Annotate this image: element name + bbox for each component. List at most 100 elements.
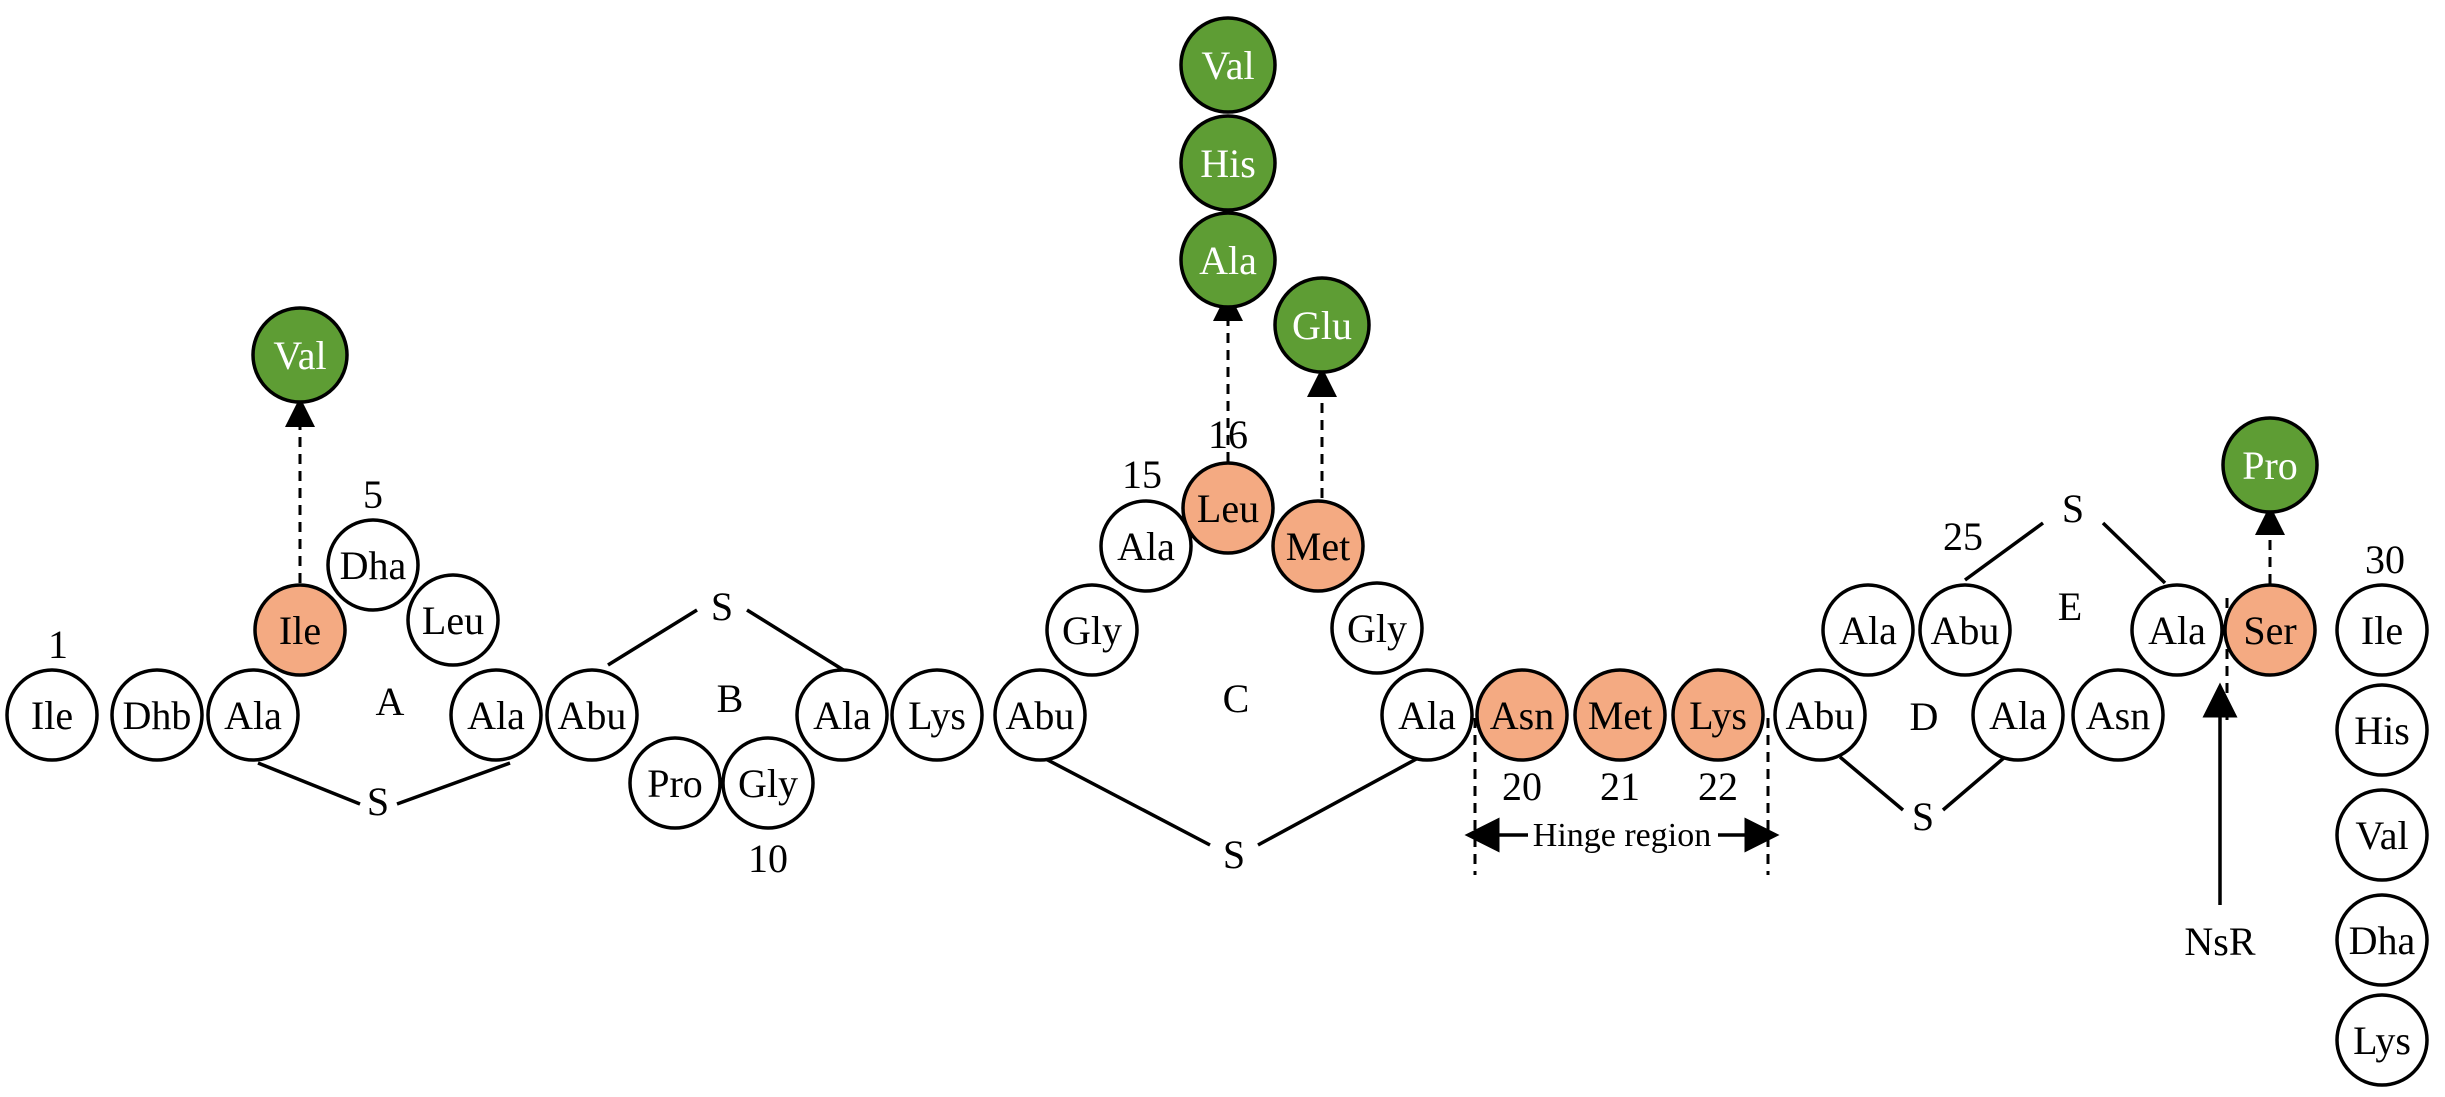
sulfur-e: S [2062, 486, 2084, 531]
residue-circle [5, 668, 99, 762]
bridge-b-right [746, 608, 846, 673]
position-number: 21 [1600, 764, 1640, 809]
residue-circle [326, 518, 420, 612]
residue-ala-19: Ala [1380, 668, 1474, 762]
residue-circle [406, 573, 500, 667]
residue-label: Gly [1347, 606, 1407, 651]
residue-abu-13: Abu [993, 668, 1087, 762]
thioether-bridges [257, 521, 2167, 847]
position-number: 1 [48, 622, 68, 667]
residue-circle [1475, 668, 1569, 762]
residue-abu-25: Abu [1918, 583, 2012, 677]
ring-label-a: A [376, 679, 405, 724]
residue-label: Gly [1062, 608, 1122, 653]
residue-label: Dhb [123, 693, 192, 738]
residue-dha-5: Dha [326, 518, 420, 612]
substitution-label: Glu [1292, 303, 1352, 348]
residue-label: Abu [1006, 693, 1075, 738]
substitution-label: Ala [1199, 238, 1257, 283]
residue-label: Lys [2353, 1018, 2411, 1063]
substitution-his-for-leu16: His [1179, 114, 1277, 212]
substitution-circle [251, 306, 349, 404]
bridge-d-right [1941, 755, 2007, 812]
substitution-label: Val [273, 333, 326, 378]
residue-label: Ala [1989, 693, 2047, 738]
bridge-d-left [1838, 755, 1905, 812]
residue-circle [890, 668, 984, 762]
nsr-label: NsR [2184, 919, 2255, 964]
residue-circle [545, 668, 639, 762]
substitution-ala-for-leu16: Ala [1179, 211, 1277, 309]
residue-label: Gly [738, 761, 798, 806]
residue-met-17: Met [1271, 499, 1365, 593]
ring-label-e: E [2058, 584, 2082, 629]
position-number: 22 [1698, 764, 1738, 809]
residue-circle [253, 583, 347, 677]
residue-ala-28: Ala [2130, 583, 2224, 677]
residue-circle [2335, 683, 2429, 777]
position-number: 25 [1943, 514, 1983, 559]
residue-label: Asn [2086, 693, 2150, 738]
residue-lys-12: Lys [890, 668, 984, 762]
substitution-circle [1179, 211, 1277, 309]
residue-ala-7: Ala [449, 668, 543, 762]
substitution-circle [1179, 16, 1277, 114]
bridge-e-left [1963, 521, 2045, 582]
substitution-label: Val [1201, 43, 1254, 88]
substitution-glu-for-met17: Glu [1273, 276, 1371, 374]
residue-label: Ala [224, 693, 282, 738]
residue-circle [1181, 461, 1275, 555]
residue-circle [2335, 583, 2429, 677]
residue-circle [2071, 668, 2165, 762]
residue-label: Val [2355, 813, 2408, 858]
residue-label: Dha [2349, 918, 2416, 963]
residue-ala-24: Ala [1821, 583, 1915, 677]
residue-label: Lys [1689, 693, 1747, 738]
residue-ser-29: Ser [2223, 583, 2317, 677]
substitution-label: Pro [2242, 443, 2298, 488]
bridge-a-right [396, 761, 511, 806]
residue-circle [206, 668, 300, 762]
residue-his-31: His [2335, 683, 2429, 777]
nsr-cleavage-site: NsR [2184, 598, 2256, 964]
residue-circle [1773, 668, 1867, 762]
sulfur-b: S [711, 584, 733, 629]
residue-label: Met [1286, 524, 1350, 569]
residue-ala-15: Ala [1099, 499, 1193, 593]
residue-circle [1045, 583, 1139, 677]
residue-label: Leu [1197, 486, 1259, 531]
residue-circle [1573, 668, 1667, 762]
position-numbers: 1 5 10 15 16 20 21 22 25 30 [48, 412, 2405, 881]
residue-circle [721, 736, 815, 830]
position-number: 30 [2365, 537, 2405, 582]
residue-circle [628, 736, 722, 830]
sulfur-d: S [1912, 794, 1934, 839]
substitution-circle [2221, 416, 2319, 514]
residue-ala-11: Ala [795, 668, 889, 762]
residue-circle [449, 668, 543, 762]
residue-circle [2223, 583, 2317, 677]
sulfur-atoms: S S S S S [367, 486, 2084, 877]
residue-ile-1: Ile [5, 668, 99, 762]
residue-lys-34: Lys [2335, 993, 2429, 1087]
residue-label: Ser [2243, 608, 2296, 653]
residue-dha-33: Dha [2335, 893, 2429, 987]
residue-pro-9: Pro [628, 736, 722, 830]
residue-circle [1271, 499, 1365, 593]
ring-label-b: B [717, 676, 744, 721]
substitution-label: His [1200, 141, 1256, 186]
ring-label-c: C [1223, 676, 1250, 721]
residue-label: Met [1588, 693, 1652, 738]
residue-label: Ala [467, 693, 525, 738]
substitution-pro-for-ser29: Pro [2221, 416, 2319, 514]
residue-label: His [2354, 708, 2410, 753]
residue-met-21: Met [1573, 668, 1667, 762]
residue-label: Ile [31, 693, 73, 738]
bridge-c-right [1257, 755, 1421, 847]
residue-leu-16: Leu [1181, 461, 1275, 555]
residue-label: Ala [2148, 608, 2206, 653]
residue-label: Leu [422, 598, 484, 643]
residue-ile-4: Ile [253, 583, 347, 677]
residue-gly-10: Gly [721, 736, 815, 830]
